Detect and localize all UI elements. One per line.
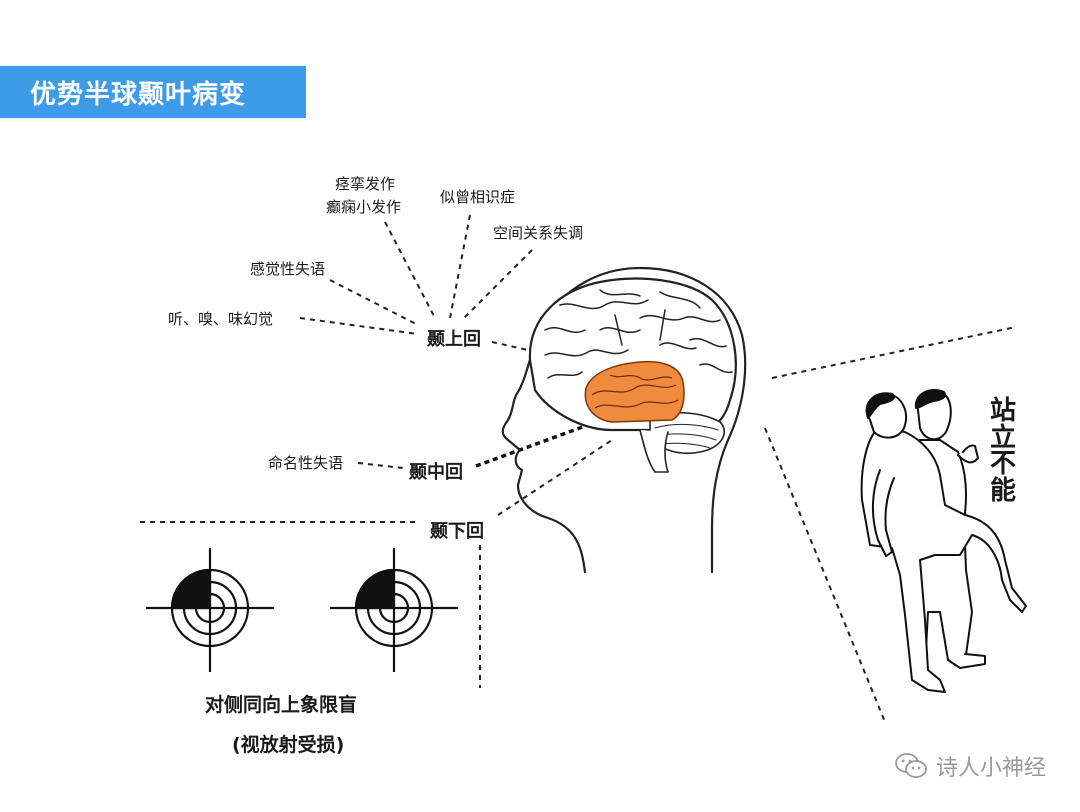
label-standing-inability: 站立不能 — [988, 398, 1018, 504]
visual-field-right-eye — [330, 548, 458, 672]
label-middle-temporal-gyrus: 颞中回 — [409, 458, 463, 484]
watermark-text: 诗人小神经 — [936, 750, 1046, 782]
label-inferior-temporal-gyrus: 颞下回 — [430, 517, 484, 543]
label-spatial: 空间关系失调 — [493, 222, 583, 243]
brainstem — [640, 430, 668, 472]
label-deja-vu: 似曾相识症 — [440, 186, 515, 207]
visual-field-caption-line1: 对侧同向上象限盲 — [205, 690, 357, 717]
leader-hallucination — [300, 318, 418, 334]
leader-inferior-brain — [498, 440, 612, 515]
label-seizure-line2: 癫痫小发作 — [326, 196, 401, 217]
wechat-icon — [894, 752, 928, 780]
leader-spatial — [462, 250, 532, 320]
label-hallucination: 听、嗅、味幻觉 — [168, 308, 273, 329]
leader-naming — [358, 463, 403, 468]
separator-upper-right — [772, 327, 1016, 378]
label-naming-aphasia: 命名性失语 — [268, 452, 343, 473]
label-superior-temporal-gyrus: 颞上回 — [427, 325, 481, 351]
leader-deja-vu — [450, 215, 470, 318]
leader-sensory — [330, 280, 418, 325]
visual-field-caption-line2: (视放射受损) — [232, 730, 344, 757]
label-seizure-line1: 痉挛发作 — [335, 173, 395, 194]
visual-field-left-eye — [146, 548, 274, 672]
leader-seizure — [385, 222, 435, 318]
label-sensory-aphasia: 感觉性失语 — [250, 258, 325, 279]
watermark: 诗人小神经 — [894, 750, 1046, 782]
